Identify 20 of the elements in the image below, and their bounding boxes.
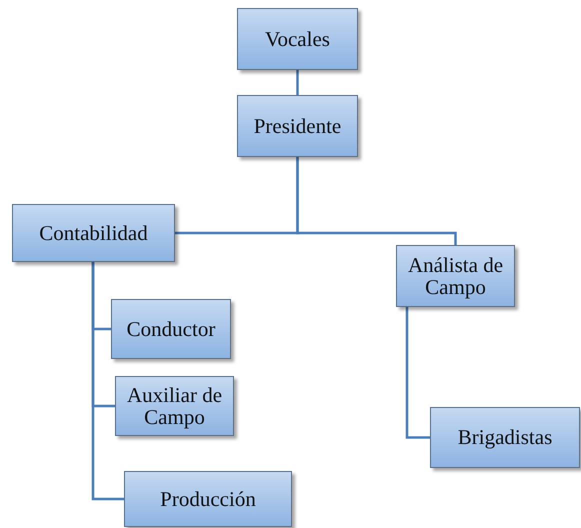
box-label: Análista de Campo	[406, 254, 504, 298]
org-box	[115, 376, 234, 436]
box-label: Contabilidad	[39, 222, 148, 244]
box-label: Auxiliar de Campo	[126, 384, 224, 428]
org-box	[396, 245, 515, 307]
org-box	[237, 95, 358, 157]
connector-line	[296, 70, 299, 95]
org-box	[111, 299, 231, 359]
org-box	[430, 407, 580, 468]
org-box	[12, 204, 175, 262]
org-box	[237, 8, 358, 70]
box-label: Vocales	[265, 28, 330, 50]
connector-line	[406, 307, 430, 439]
box-label: Producción	[160, 488, 256, 510]
org-box	[124, 471, 292, 527]
box-label: Brigadistas	[458, 426, 552, 449]
box-label: Presidente	[254, 114, 342, 138]
connector-line	[92, 262, 124, 500]
connector-line	[296, 157, 457, 245]
box-label: Conductor	[126, 318, 216, 340]
